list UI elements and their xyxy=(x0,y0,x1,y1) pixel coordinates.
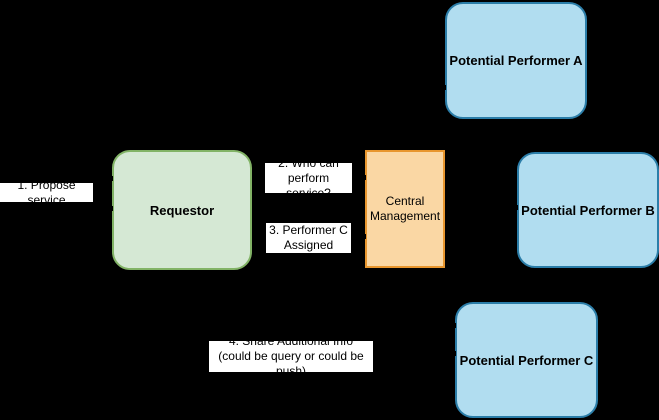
message-label-2: 2. Who can perform service? xyxy=(265,156,352,200)
arrowhead-mark xyxy=(443,85,446,90)
arrowhead-mark xyxy=(363,175,366,180)
node-potential-performer-c-label: Potential Performer C xyxy=(459,352,594,368)
node-potential-performer-b-label: Potential Performer B xyxy=(521,202,655,218)
message-label-3: 3. Performer C Assigned xyxy=(266,223,351,253)
node-potential-performer-c: Potential Performer C xyxy=(455,302,598,418)
node-potential-performer-b: Potential Performer B xyxy=(517,152,659,268)
node-requestor: Requestor xyxy=(112,150,252,270)
arrowhead-mark xyxy=(453,351,456,356)
arrowhead-mark xyxy=(110,176,113,181)
arrowhead-mark xyxy=(515,205,518,210)
message-label-1: 1. Propose service xyxy=(0,178,93,207)
arrowhead-mark xyxy=(110,206,113,211)
arrowhead-mark xyxy=(453,323,456,328)
message-label-4: 4. Share Additional Info (could be query… xyxy=(209,334,373,378)
node-potential-performer-a: Potential Performer A xyxy=(445,2,587,119)
node-potential-performer-a-label: Potential Performer A xyxy=(449,53,583,68)
node-requestor-label: Requestor xyxy=(149,202,215,218)
node-central-management-label: Central Management xyxy=(369,194,441,223)
arrowhead-mark xyxy=(363,234,366,239)
node-central-management: Central Management xyxy=(365,150,445,268)
